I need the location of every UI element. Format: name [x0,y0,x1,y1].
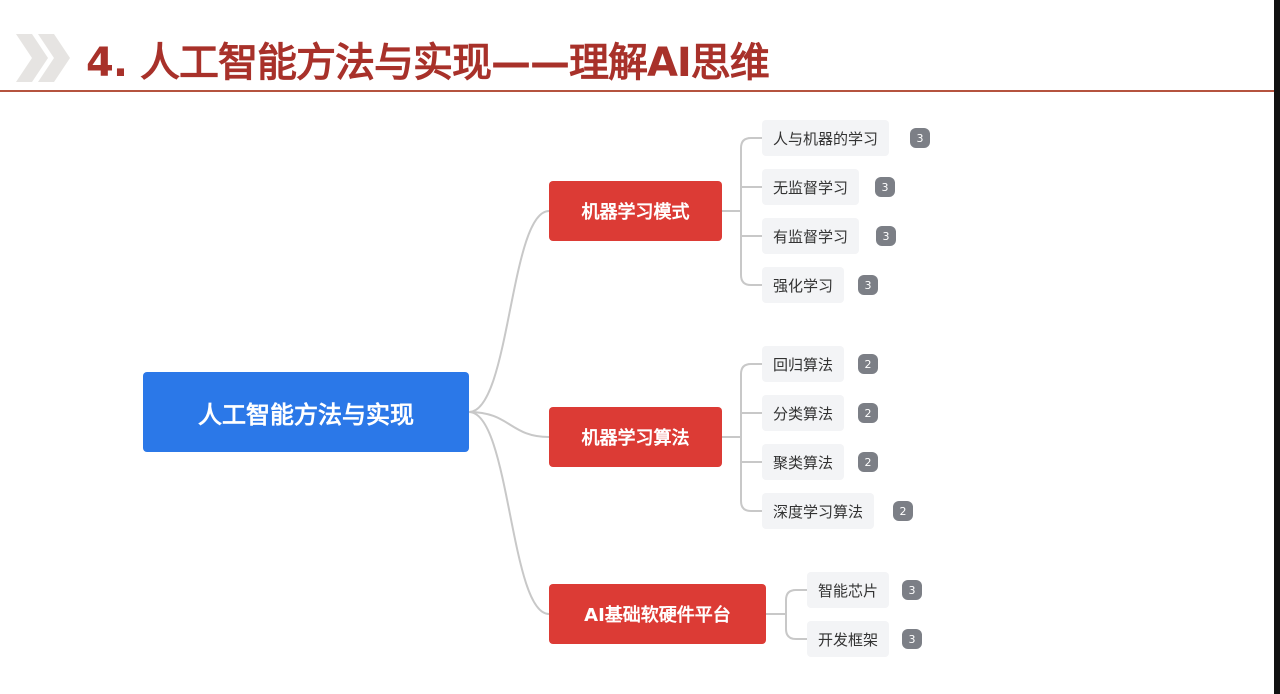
leaf-node[interactable]: 深度学习算法 [762,493,875,529]
title-divider [0,90,1274,92]
child-count-badge[interactable]: 3 [902,629,922,649]
window-edge [1274,0,1280,694]
child-count-badge[interactable]: 3 [910,128,930,148]
leaf-node[interactable]: 聚类算法 [762,444,845,480]
child-count-badge[interactable]: 3 [858,275,878,295]
branch-node[interactable]: 机器学习模式 [549,181,722,241]
page-title: 4. 人工智能方法与实现——理解AI思维 [86,40,770,86]
leaf-node[interactable]: 回归算法 [762,346,845,382]
leaf-node[interactable]: 开发框架 [807,621,890,657]
mindmap-root-node[interactable]: 人工智能方法与实现 [143,372,469,452]
child-count-badge[interactable]: 3 [875,177,895,197]
branch-node[interactable]: 机器学习算法 [549,407,722,467]
leaf-node[interactable]: 无监督学习 [762,169,860,205]
child-count-badge[interactable]: 3 [902,580,922,600]
child-count-badge[interactable]: 3 [876,226,896,246]
child-count-badge[interactable]: 2 [858,403,878,423]
leaf-node[interactable]: 强化学习 [762,267,845,303]
leaf-node[interactable]: 人与机器的学习 [762,120,890,156]
child-count-badge[interactable]: 2 [893,501,913,521]
child-count-badge[interactable]: 2 [858,354,878,374]
leaf-node[interactable]: 有监督学习 [762,218,860,254]
branch-node[interactable]: AI基础软硬件平台 [549,584,766,644]
child-count-badge[interactable]: 2 [858,452,878,472]
chevron-decoration-icon [16,34,70,82]
leaf-node[interactable]: 分类算法 [762,395,845,431]
leaf-node[interactable]: 智能芯片 [807,572,890,608]
